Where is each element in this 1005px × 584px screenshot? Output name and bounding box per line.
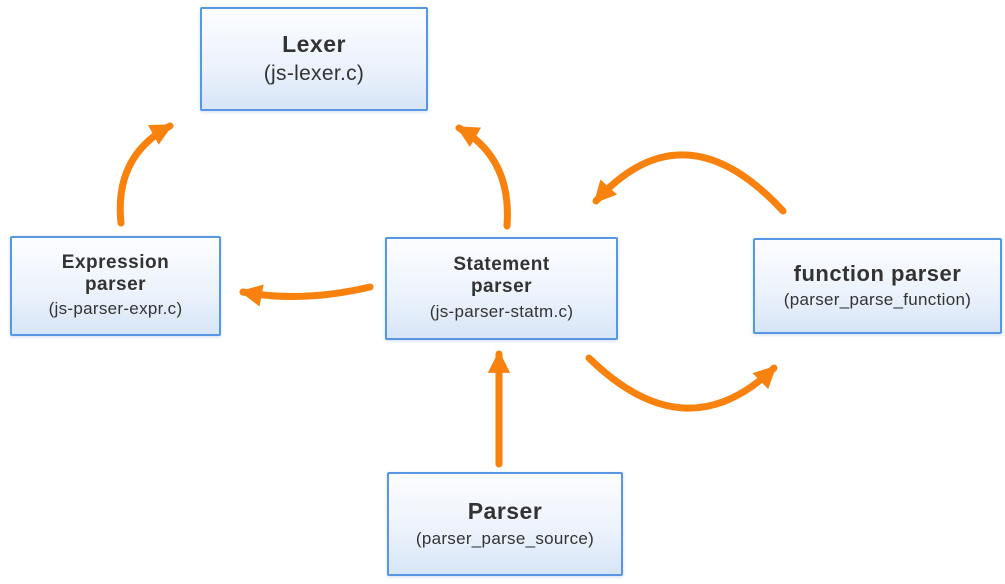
arrow-function-parser-to-statement-parser xyxy=(592,151,787,215)
node-lexer: Lexer (js-lexer.c) xyxy=(200,7,428,111)
node-parser: Parser (parser_parse_source) xyxy=(387,472,623,576)
arrow-statement-parser-to-function-parser xyxy=(585,354,778,412)
node-expression-parser: Expression parser (js-parser-expr.c) xyxy=(10,236,221,336)
node-function-parser-title: function parser xyxy=(793,260,962,286)
node-statement-parser-subtitle: (js-parser-statm.c) xyxy=(429,301,574,321)
node-statement-parser: Statement parser (js-parser-statm.c) xyxy=(385,237,618,340)
node-lexer-title: Lexer xyxy=(282,30,346,57)
node-expression-parser-title: Expression parser xyxy=(61,251,170,295)
arrow-expression-parser-to-lexer xyxy=(116,122,174,227)
node-lexer-subtitle: (js-lexer.c) xyxy=(263,61,365,85)
node-parser-title: Parser xyxy=(467,498,543,525)
node-parser-subtitle: (parser_parse_source) xyxy=(415,528,595,548)
node-function-parser-subtitle: (parser_parse_function) xyxy=(783,289,972,309)
arrow-statement-parser-to-expression-parser xyxy=(239,283,374,307)
node-expression-parser-subtitle: (js-parser-expr.c) xyxy=(48,299,183,319)
node-function-parser: function parser (parser_parse_function) xyxy=(753,238,1002,334)
arrow-statement-parser-to-lexer xyxy=(455,124,511,230)
node-statement-parser-title: Statement parser xyxy=(453,254,550,298)
